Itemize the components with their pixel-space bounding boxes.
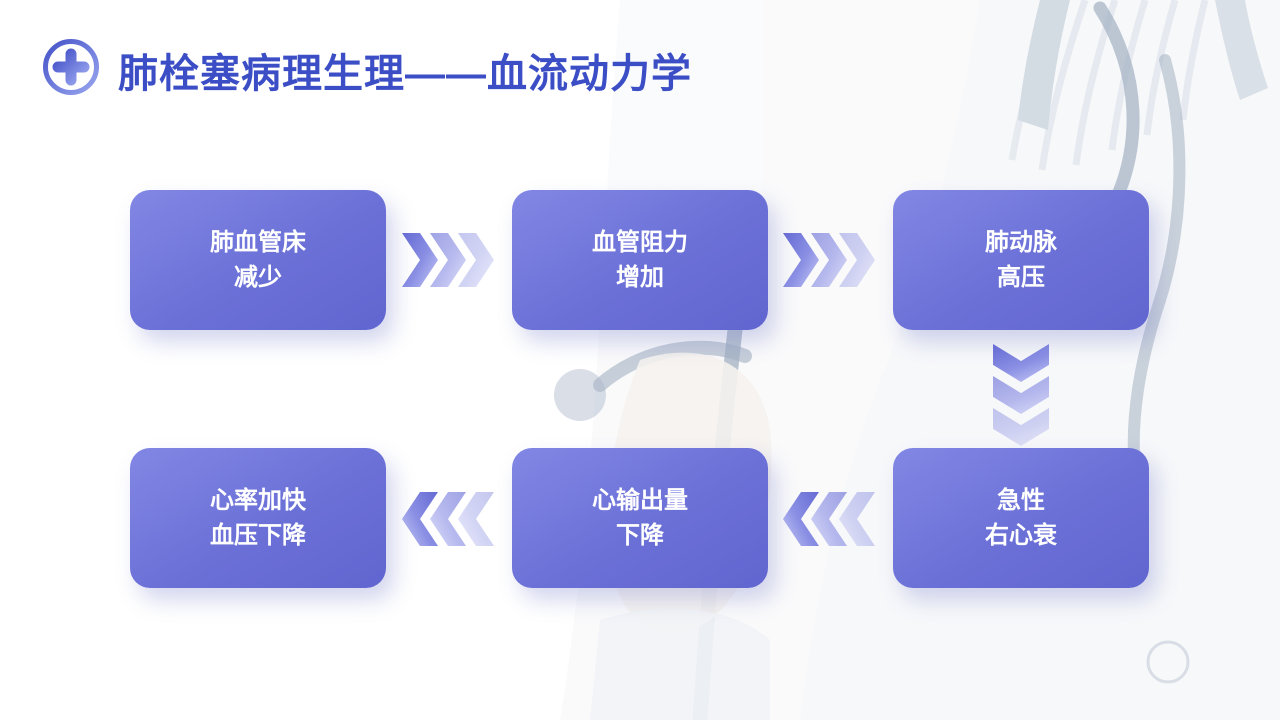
flow-arrow-right-2 — [783, 233, 875, 287]
chevron-down-icon — [993, 344, 1049, 382]
flow-box-vascular-resistance-increased: 血管阻力 增加 — [512, 190, 768, 330]
chevron-right-icon — [402, 233, 438, 287]
flow-box-text-line: 急性 — [997, 487, 1045, 514]
flow-box-heart-rate-up-bp-down: 心率加快 血压下降 — [130, 448, 386, 588]
flow-box-text-line: 血压下降 — [210, 522, 306, 549]
flow-box-pulmonary-hypertension: 肺动脉 高压 — [893, 190, 1149, 330]
flow-box-text-line: 心输出量 — [592, 487, 688, 514]
chevron-left-icon — [458, 492, 494, 546]
flow-arrow-left-1 — [783, 492, 875, 546]
flow-box-text-line: 肺动脉 — [985, 229, 1057, 256]
flow-box-acute-right-heart-failure: 急性 右心衰 — [893, 448, 1149, 588]
flow-box-text-line: 高压 — [997, 264, 1045, 291]
chevron-left-icon — [839, 492, 875, 546]
flow-box-pulmonary-vascular-bed-reduced: 肺血管床 减少 — [130, 190, 386, 330]
flow-box-text-line: 右心衰 — [985, 522, 1057, 549]
flow-box-text-line: 增加 — [616, 264, 664, 291]
page-title: 肺栓塞病理生理——血流动力学 — [118, 51, 692, 96]
flow-arrow-right-1 — [402, 233, 494, 287]
flow-box-text-line: 心率加快 — [210, 487, 306, 514]
flow-box-text-line: 肺血管床 — [210, 229, 306, 256]
flow-arrow-left-2 — [402, 492, 494, 546]
flow-box-text-line: 下降 — [616, 522, 664, 549]
medical-cross-icon — [42, 38, 100, 101]
chevron-right-icon — [783, 233, 819, 287]
flow-box-text-line: 减少 — [234, 264, 282, 291]
flow-box-cardiac-output-decreased: 心输出量 下降 — [512, 448, 768, 588]
flow-arrow-down — [993, 344, 1049, 446]
flow-box-text-line: 血管阻力 — [592, 229, 688, 256]
slide-header: 肺栓塞病理生理——血流动力学 — [42, 38, 692, 101]
